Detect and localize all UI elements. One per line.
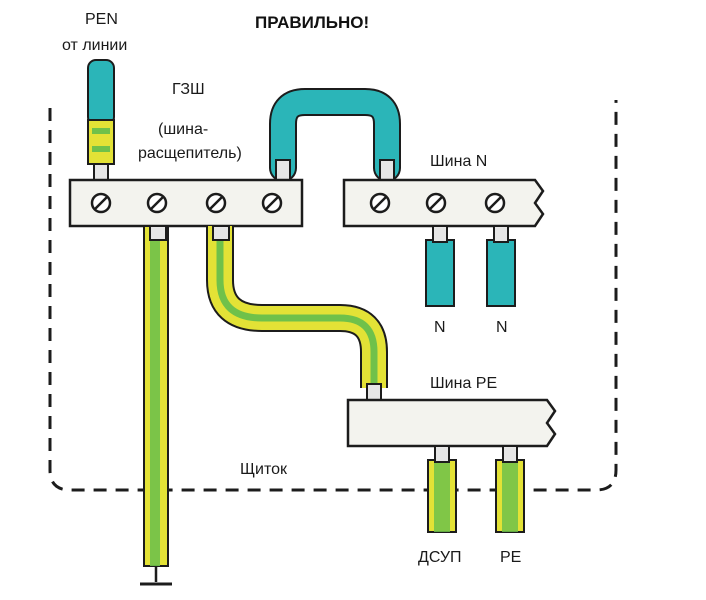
screw-icon xyxy=(369,192,391,214)
label-splitter-2: расщепитель) xyxy=(138,145,242,162)
dsup-wire xyxy=(427,445,457,533)
n-wire-left xyxy=(425,225,455,307)
label-bus-n: Шина N xyxy=(430,153,487,170)
bus-pe xyxy=(346,398,557,448)
pen-incoming-wire xyxy=(87,59,115,181)
label-n-right: N xyxy=(496,319,508,336)
screw-icon xyxy=(205,192,227,214)
screw-icon xyxy=(261,192,283,214)
screw-icon xyxy=(425,192,447,214)
ground-wire xyxy=(143,225,169,567)
pe-curved-wire xyxy=(206,225,388,401)
label-splitter-1: (шина- xyxy=(158,121,208,138)
screw-icon xyxy=(146,192,168,214)
n-wire-right xyxy=(486,225,516,307)
label-bus-pe: Шина PE xyxy=(430,375,497,392)
label-pen-line-2: от линии xyxy=(62,37,127,54)
pe-out-wire xyxy=(495,445,525,533)
label-gzsh: ГЗШ xyxy=(172,81,205,98)
jumper-cyan-loop xyxy=(269,88,401,182)
screw-icon xyxy=(90,192,112,214)
label-dsup: ДСУП xyxy=(418,549,462,566)
ground-icon xyxy=(140,566,172,586)
screw-icon xyxy=(484,192,506,214)
label-pen-line-1: PEN xyxy=(85,11,118,28)
label-n-left: N xyxy=(434,319,446,336)
label-pe-out: PE xyxy=(500,549,521,566)
label-panel: Щиток xyxy=(240,461,288,478)
diagram-title: ПРАВИЛЬНО! xyxy=(255,13,369,32)
